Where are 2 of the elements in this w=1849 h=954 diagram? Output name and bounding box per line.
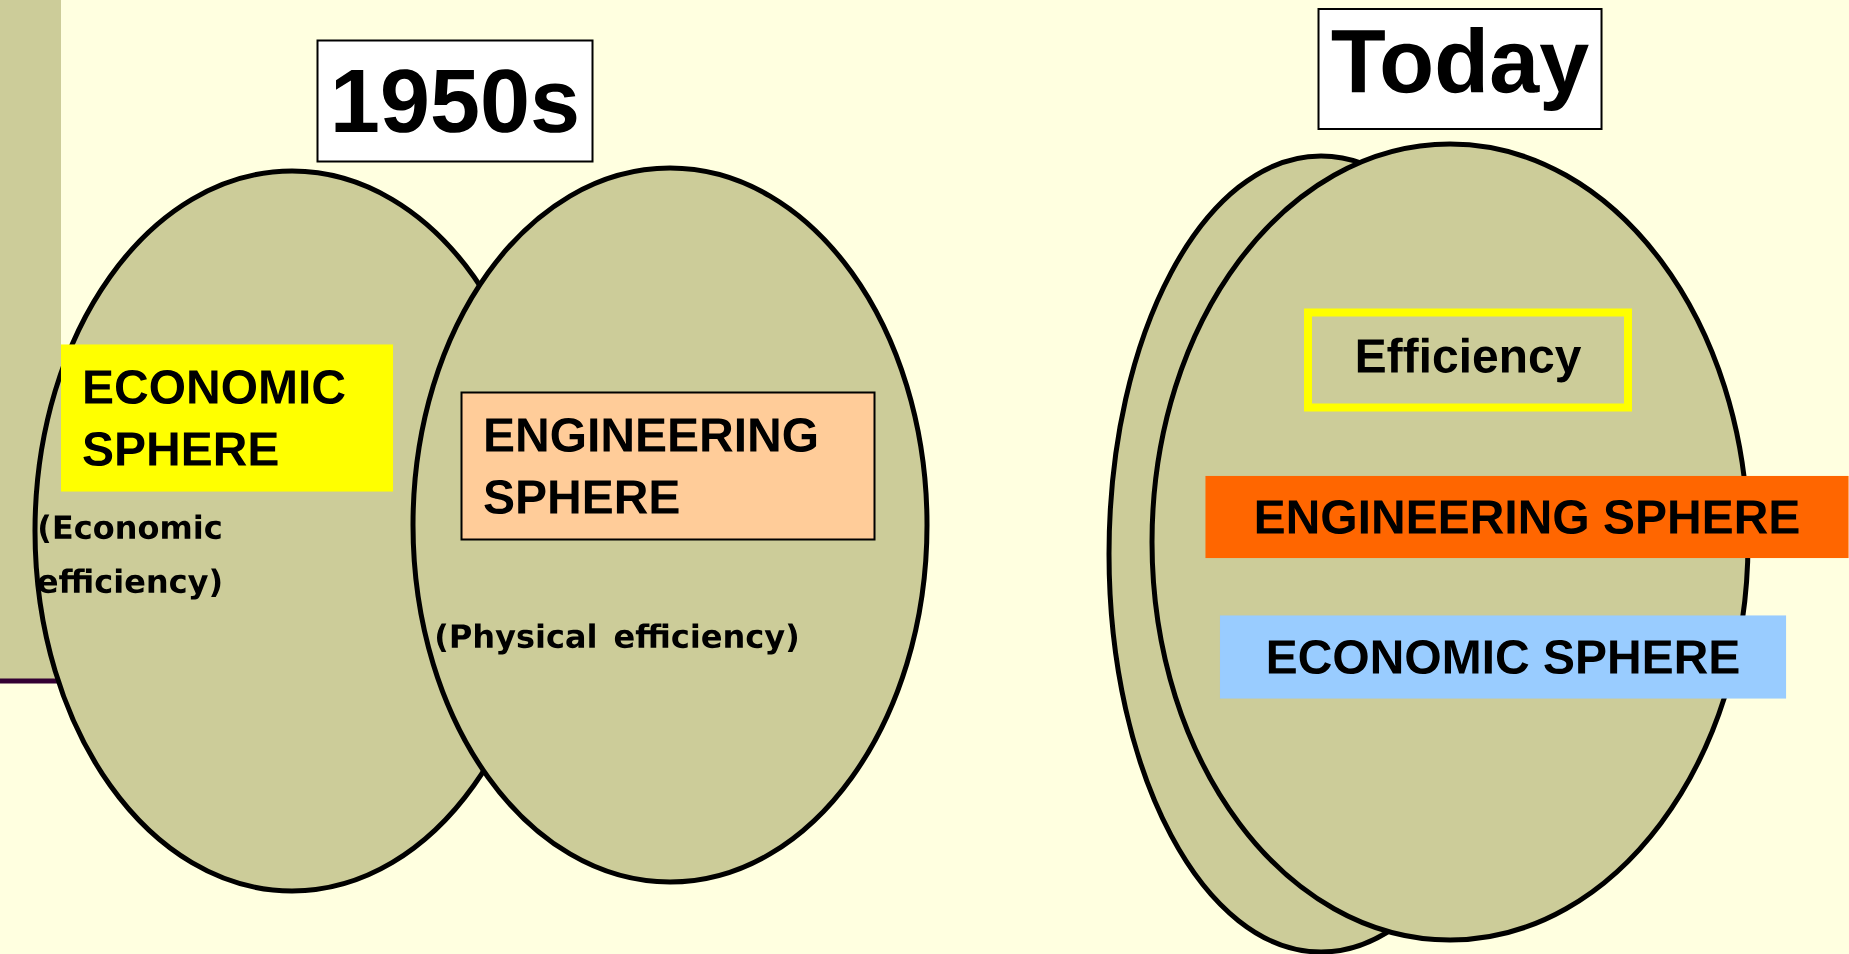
title-box: 1950s (316, 39, 594, 163)
title-box: Today (1317, 8, 1603, 130)
